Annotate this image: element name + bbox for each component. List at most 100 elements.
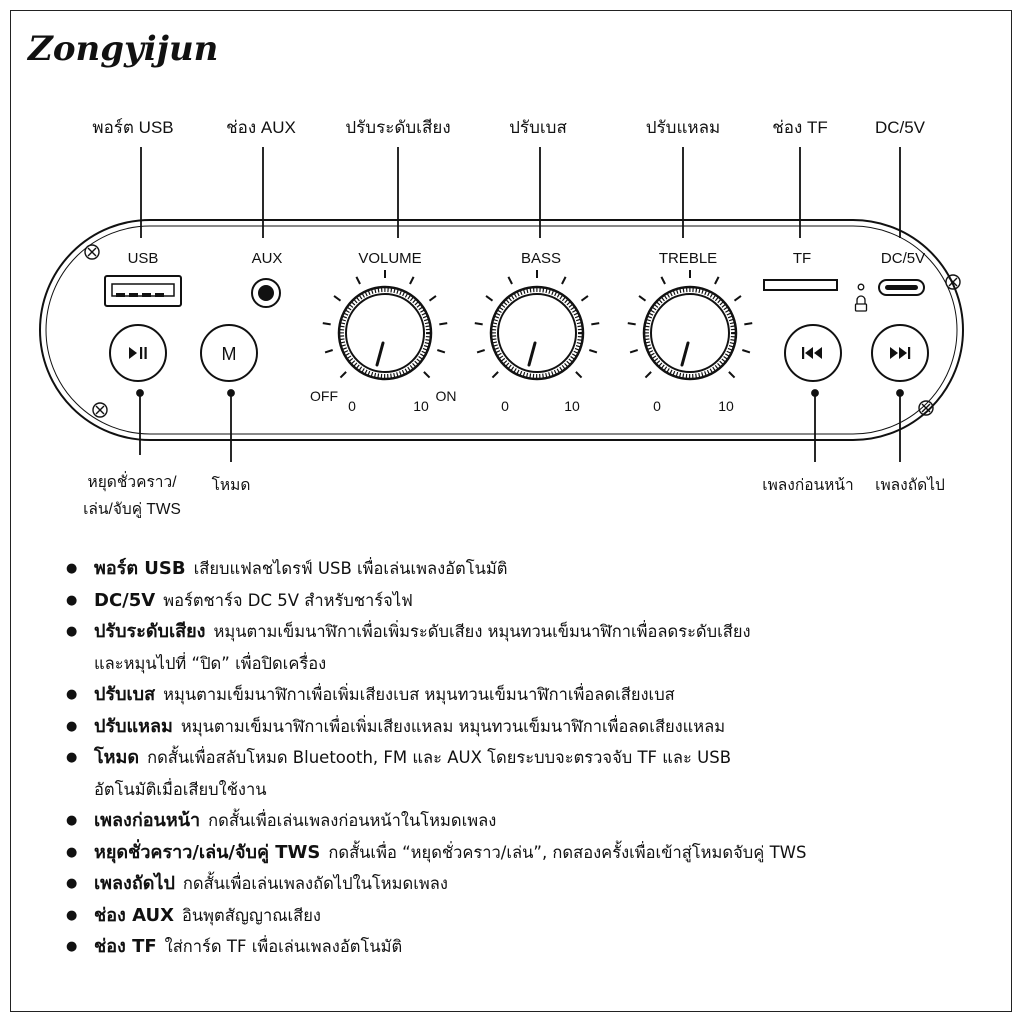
knob-pointer	[527, 341, 537, 367]
knob-tick	[485, 295, 494, 302]
knob-pointer	[375, 341, 385, 367]
screw-icon	[945, 274, 961, 290]
volume-knob[interactable]	[322, 270, 448, 381]
knob-tick	[333, 295, 342, 302]
feature-term: พอร์ต USB	[94, 558, 186, 579]
knob-knurl	[340, 288, 430, 378]
knob-tick	[714, 276, 720, 285]
bass-max-label: 10	[564, 398, 580, 414]
feature-item: เพลงก่อนหน้ากดสั้นเพื่อเล่นเพลงก่อนหน้าใ…	[62, 805, 962, 837]
feature-item: เพลงถัดไป กดสั้นเพื่อเล่นเพลงถัดไปในโหมดเ…	[62, 868, 962, 900]
callout-bass: ปรับเบส	[509, 118, 567, 137]
label-tf: TF	[793, 250, 811, 267]
feature-item: พอร์ต USB เสียบแฟลชไดรฟ์ USB เพื่อเล่นเพล…	[62, 553, 962, 585]
feature-text-continued: อัตโนมัติเมื่อเสียบใช้งาน	[94, 779, 267, 799]
knob-tick	[439, 322, 448, 326]
usb-port[interactable]	[104, 275, 182, 307]
callout-volume: ปรับระดับเสียง	[345, 118, 450, 137]
knob-tick	[474, 322, 483, 326]
callout-treble: ปรับแหลม	[646, 118, 721, 137]
feature-term: ปรับเบส	[94, 684, 156, 705]
knob-cap	[345, 293, 425, 373]
treble-knob[interactable]	[627, 270, 753, 381]
feature-term: ปรับแหลม	[94, 715, 173, 737]
feature-text: กดสั้นเพื่อเล่นเพลงถัดไปในโหมดเพลง	[182, 874, 448, 893]
callout-mode: โหมด	[212, 476, 251, 494]
previous-track-button[interactable]	[784, 324, 842, 382]
feature-item: ปรับเบส หมุนตามเข็มนาฬิกาเพื่อเพิ่มเสียงเ…	[62, 679, 962, 711]
dc-usb-c-port[interactable]	[878, 279, 925, 296]
mode-button-label: M	[222, 344, 237, 364]
treble-max-label: 10	[718, 398, 734, 414]
brand-logo: Zongyijun	[26, 29, 218, 69]
feature-term: ช่อง TF	[94, 936, 157, 957]
feature-text: หมุนตามเข็มนาฬิกาเพื่อเพิ่มระดับเสียง หม…	[213, 622, 751, 641]
callout-tf: ช่อง TF	[772, 118, 828, 137]
callout-next: เพลงถัดไป	[875, 476, 945, 494]
led-indicator-icon	[857, 283, 865, 291]
knob-tick	[355, 276, 361, 285]
bass-knob[interactable]	[474, 270, 600, 381]
volume-max-label: 10	[413, 398, 429, 414]
leader-dot	[136, 389, 144, 397]
label-bass: BASS	[521, 250, 561, 267]
volume-on-label: ON	[436, 388, 457, 404]
knob-tick	[728, 371, 736, 379]
play-pause-button[interactable]	[109, 324, 167, 382]
feature-text: ใส่การ์ด TF เพื่อเล่นเพลงอัตโนมัติ	[164, 937, 403, 956]
feature-text: พอร์ตชาร์จ DC 5V สำหรับชาร์จไฟ	[163, 590, 413, 610]
knob-tick	[660, 276, 666, 285]
callout-aux: ช่อง AUX	[226, 118, 296, 137]
charge-lock-icon	[854, 295, 868, 312]
feature-term: หยุดชั่วคราว/เล่น/จับคู่ TWS	[94, 841, 321, 863]
feature-text: กดสั้นเพื่อสลับโหมด Bluetooth, FM และ AU…	[147, 748, 732, 767]
knob-tick	[575, 371, 583, 379]
feature-text-continued: และหมุนไปที่ “ปิด” เพื่อปิดเครื่อง	[94, 653, 327, 673]
label-volume: VOLUME	[358, 250, 421, 267]
brand-logo-text: Zongyijun	[26, 29, 218, 69]
label-usb: USB	[128, 250, 159, 267]
aux-jack[interactable]	[251, 278, 281, 308]
knob-pointer	[680, 341, 690, 367]
feature-item: หยุดชั่วคราว/เล่น/จับคู่ TWSกดสั้นเพื่อ …	[62, 837, 962, 869]
feature-text: เสียบแฟลชไดรฟ์ USB เพื่อเล่นเพลงอัตโนมัต…	[193, 559, 508, 578]
knob-tick	[322, 322, 331, 326]
knob-tick	[409, 276, 415, 285]
knob-tick	[733, 295, 742, 302]
previous-track-icon	[802, 347, 822, 359]
mode-button[interactable]: M	[200, 324, 258, 382]
feature-item: ช่อง TF ใส่การ์ด TF เพื่อเล่นเพลงอัตโนมัต…	[62, 931, 962, 963]
knob-tick	[561, 276, 567, 285]
feature-text: หมุนตามเข็มนาฬิกาเพื่อเพิ่มเสียงเบส หมุน…	[163, 685, 675, 704]
knob-cap	[650, 293, 730, 373]
next-track-button[interactable]	[871, 324, 929, 382]
leader-dot	[227, 389, 235, 397]
screw-icon	[84, 244, 100, 260]
control-panel	[39, 219, 964, 441]
knob-knurl	[492, 288, 582, 378]
play-pause-icon	[129, 347, 147, 359]
callout-prev: เพลงก่อนหน้า	[762, 477, 853, 494]
callout-play-line2: เล่น/จับคู่ TWS	[83, 501, 181, 519]
knob-tick	[741, 349, 751, 354]
knob-tick	[744, 322, 753, 326]
feature-term: เพลงถัดไป	[94, 873, 175, 894]
feature-term: โหมด	[94, 747, 140, 768]
knob-tick	[588, 349, 598, 354]
knob-tick	[428, 295, 437, 302]
tf-card-slot[interactable]	[763, 279, 838, 291]
bass-min-label: 0	[501, 398, 509, 414]
knob-tick	[591, 322, 600, 326]
callout-usb: พอร์ต USB	[92, 118, 173, 137]
knob-tick	[476, 349, 486, 354]
feature-item: โหมด กดสั้นเพื่อสลับโหมด Bluetooth, FM แล…	[62, 742, 962, 805]
treble-min-label: 0	[653, 398, 661, 414]
knob-tick	[339, 371, 347, 379]
knob-tick	[423, 371, 431, 379]
knob-tick	[507, 276, 513, 285]
knob-tick	[638, 295, 647, 302]
screw-icon	[918, 400, 934, 416]
screw-icon	[92, 402, 108, 418]
volume-min-label: 0	[348, 398, 356, 414]
